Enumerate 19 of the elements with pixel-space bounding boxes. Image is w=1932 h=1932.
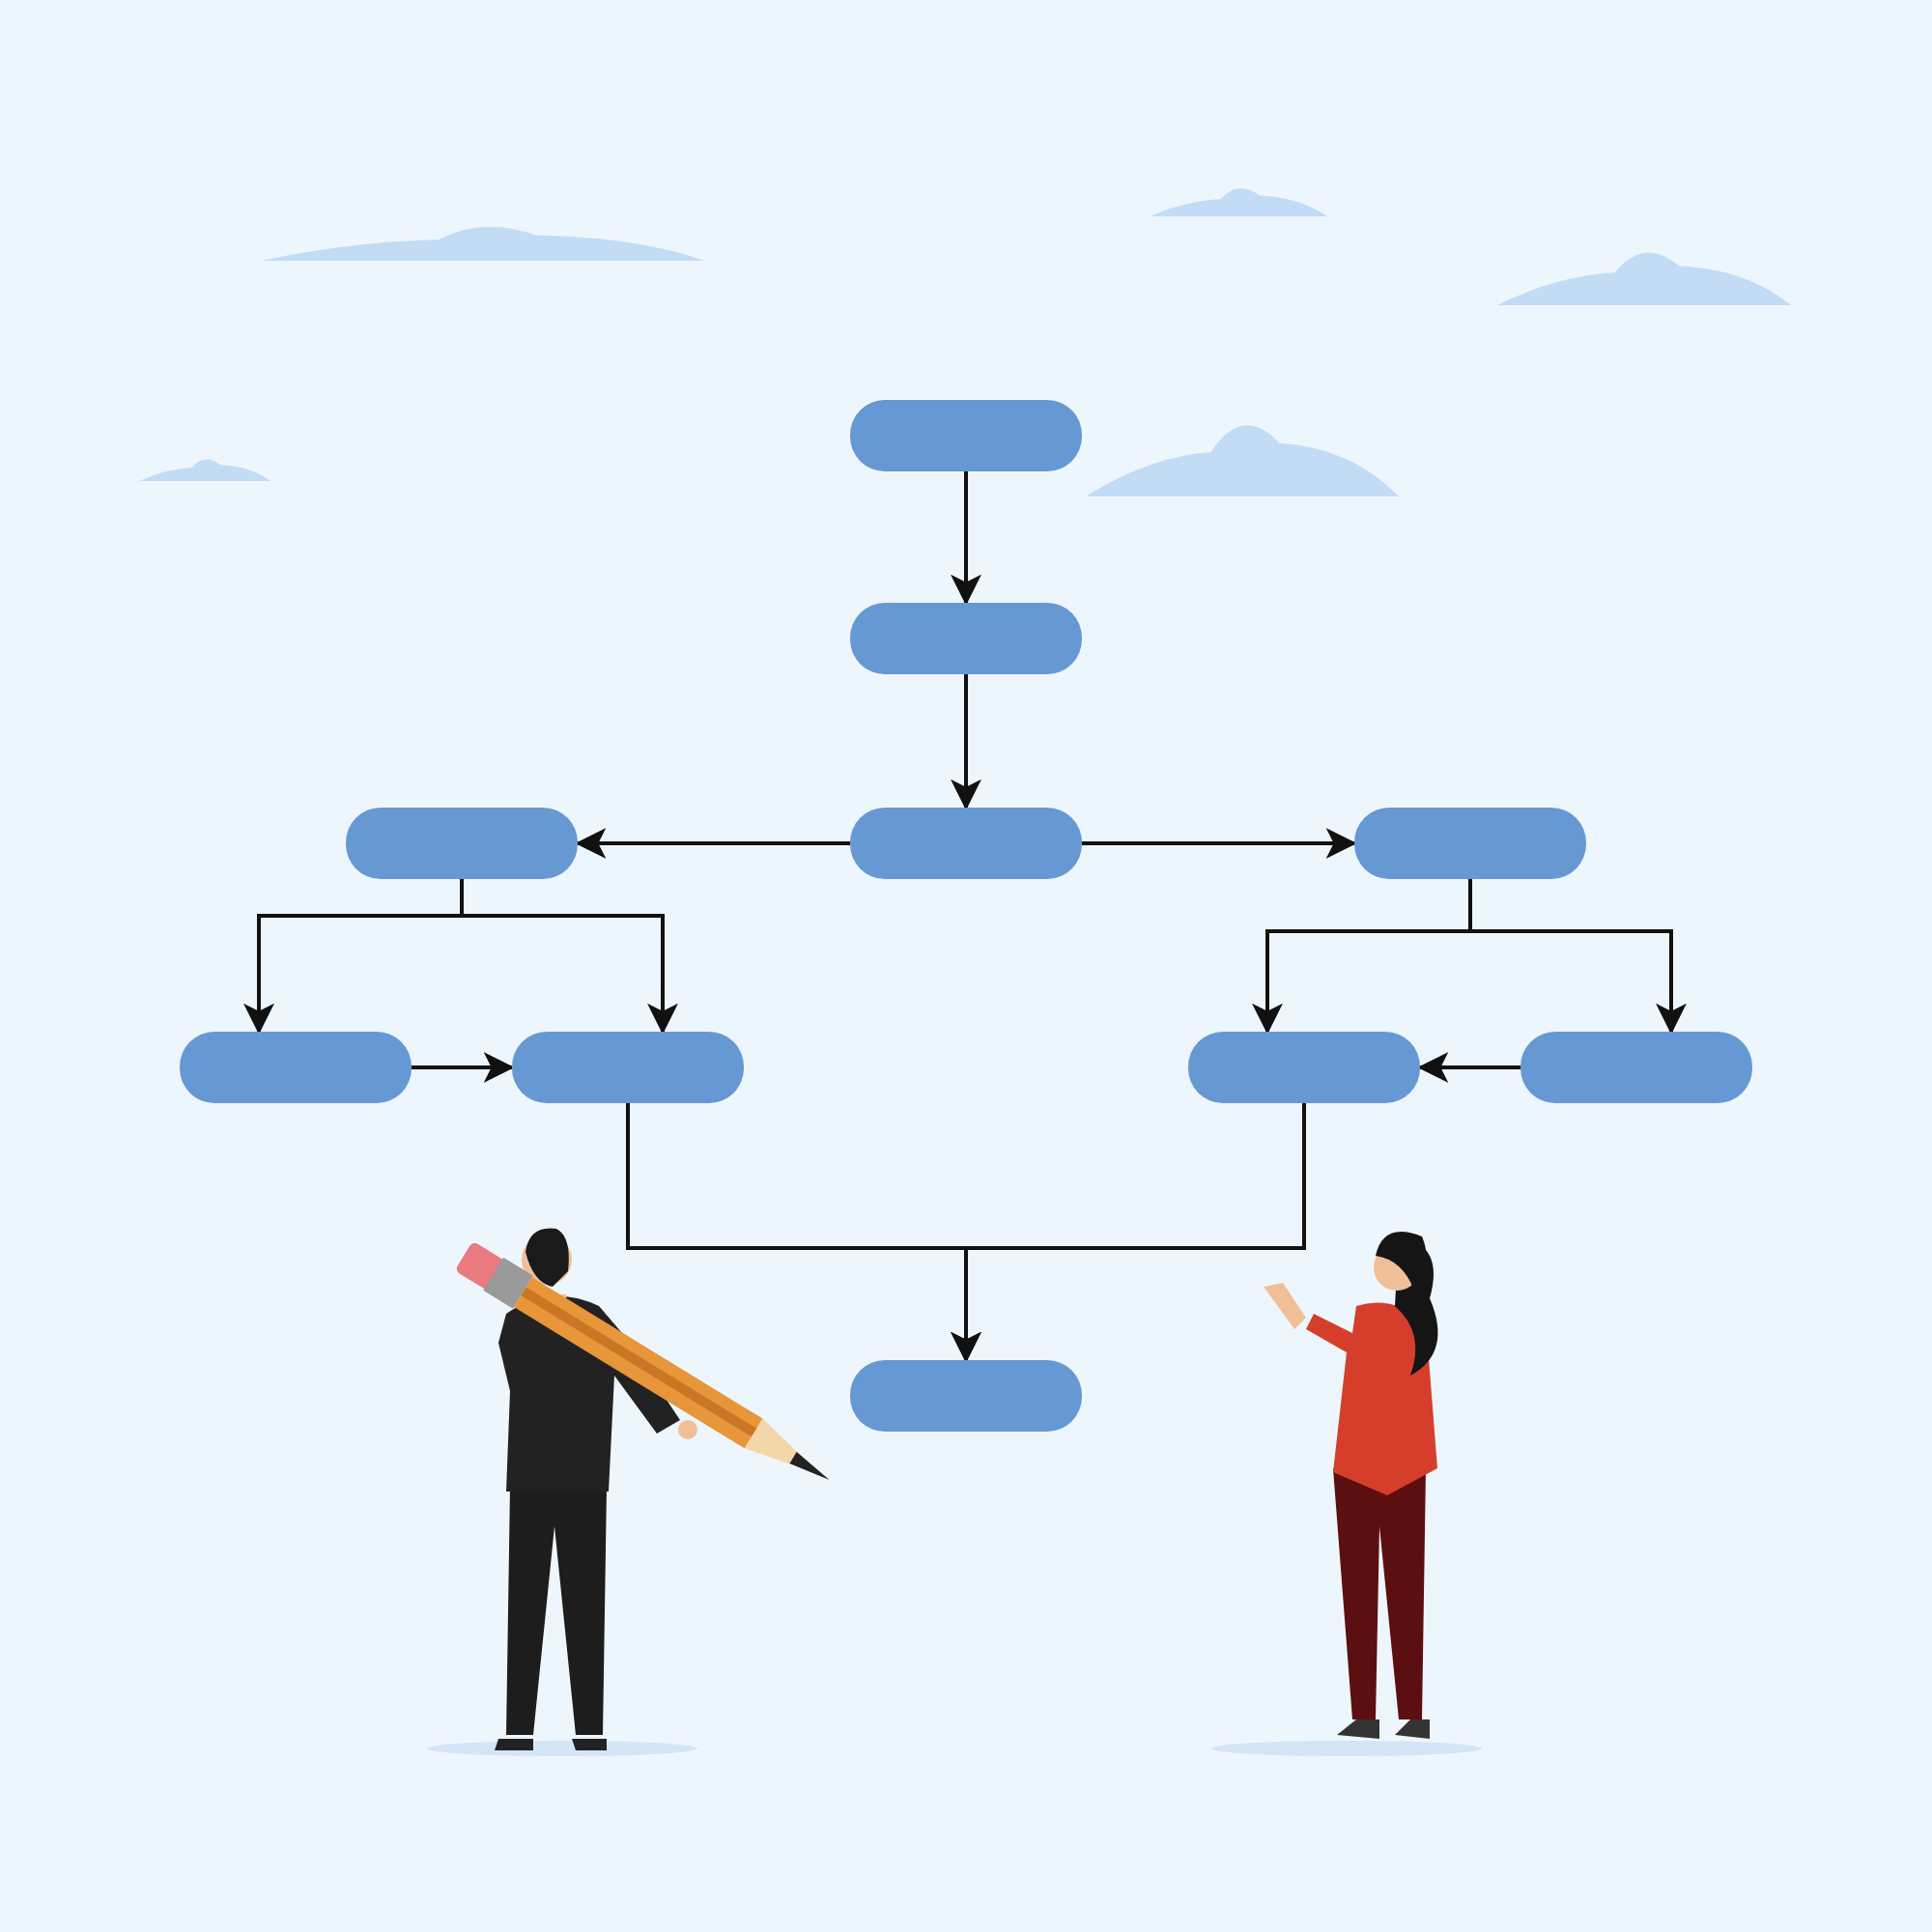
flowchart-box (1188, 1032, 1420, 1103)
flowchart-box (346, 808, 578, 879)
arrow (1082, 828, 1357, 859)
arrow (951, 674, 981, 810)
flowchart-box (180, 1032, 412, 1103)
arrow (951, 1103, 1306, 1363)
arrow (575, 828, 850, 859)
arrow (951, 471, 981, 606)
flowchart-box (850, 400, 1082, 471)
flowchart-box (850, 808, 1082, 879)
arrow (412, 1052, 515, 1083)
flowchart-box (1520, 1032, 1752, 1103)
arrow (1417, 1052, 1520, 1083)
arrow (1468, 879, 1687, 1035)
flowchart-box (1354, 808, 1586, 879)
flowchart-box (850, 603, 1082, 674)
flowchart-box (512, 1032, 744, 1103)
arrow (460, 879, 678, 1035)
flowchart-box (850, 1360, 1082, 1432)
